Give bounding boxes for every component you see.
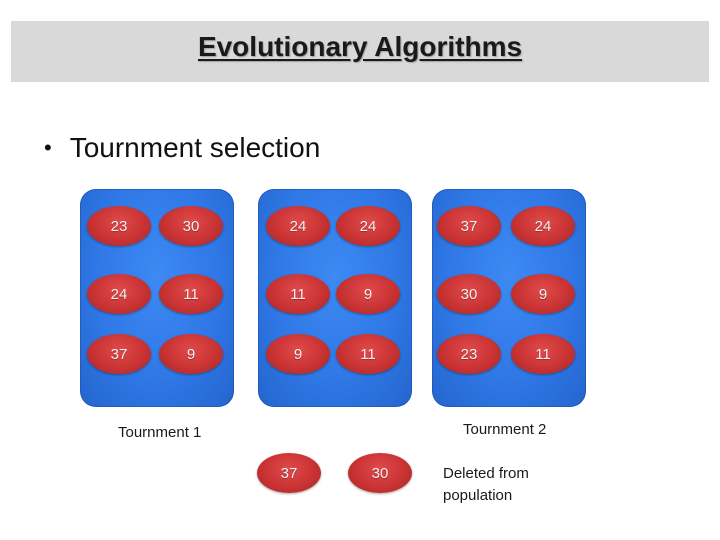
individual-ball: 9 bbox=[266, 334, 330, 374]
individual-ball: 24 bbox=[511, 206, 575, 246]
selected-individual-2: 30 bbox=[348, 453, 412, 493]
bullet-item: • Tournment selection bbox=[44, 132, 320, 164]
individual-ball: 24 bbox=[266, 206, 330, 246]
individual-ball: 37 bbox=[437, 206, 501, 246]
tournament-1-label: Tournment 1 bbox=[118, 424, 202, 441]
title-bar: Evolutionary Algorithms bbox=[11, 21, 709, 82]
individual-ball: 30 bbox=[159, 206, 223, 246]
individual-ball: 11 bbox=[266, 274, 330, 314]
individual-ball: 11 bbox=[159, 274, 223, 314]
deleted-from-population-label: Deleted from population bbox=[443, 465, 529, 504]
bullet-dot: • bbox=[44, 135, 52, 160]
individual-ball: 9 bbox=[511, 274, 575, 314]
bullet-text: Tournment selection bbox=[69, 132, 321, 163]
individual-ball: 30 bbox=[437, 274, 501, 314]
population-panel-2: 24 24 11 9 9 11 bbox=[258, 189, 412, 407]
tournament-2-label: Tournment 2 bbox=[463, 421, 547, 438]
individual-ball: 24 bbox=[336, 206, 400, 246]
individual-ball: 37 bbox=[87, 334, 151, 374]
individual-ball: 9 bbox=[159, 334, 223, 374]
individual-ball: 9 bbox=[336, 274, 400, 314]
individual-ball: 23 bbox=[437, 334, 501, 374]
slide-title: Evolutionary Algorithms bbox=[197, 30, 523, 62]
individual-ball: 11 bbox=[336, 334, 400, 374]
individual-ball: 24 bbox=[87, 274, 151, 314]
individual-ball: 11 bbox=[511, 334, 575, 374]
population-panel-3: 37 24 30 9 23 11 bbox=[432, 189, 586, 407]
individual-ball: 23 bbox=[87, 206, 151, 246]
population-panel-1: 23 30 24 11 37 9 bbox=[80, 189, 234, 407]
selected-individual-1: 37 bbox=[257, 453, 321, 493]
